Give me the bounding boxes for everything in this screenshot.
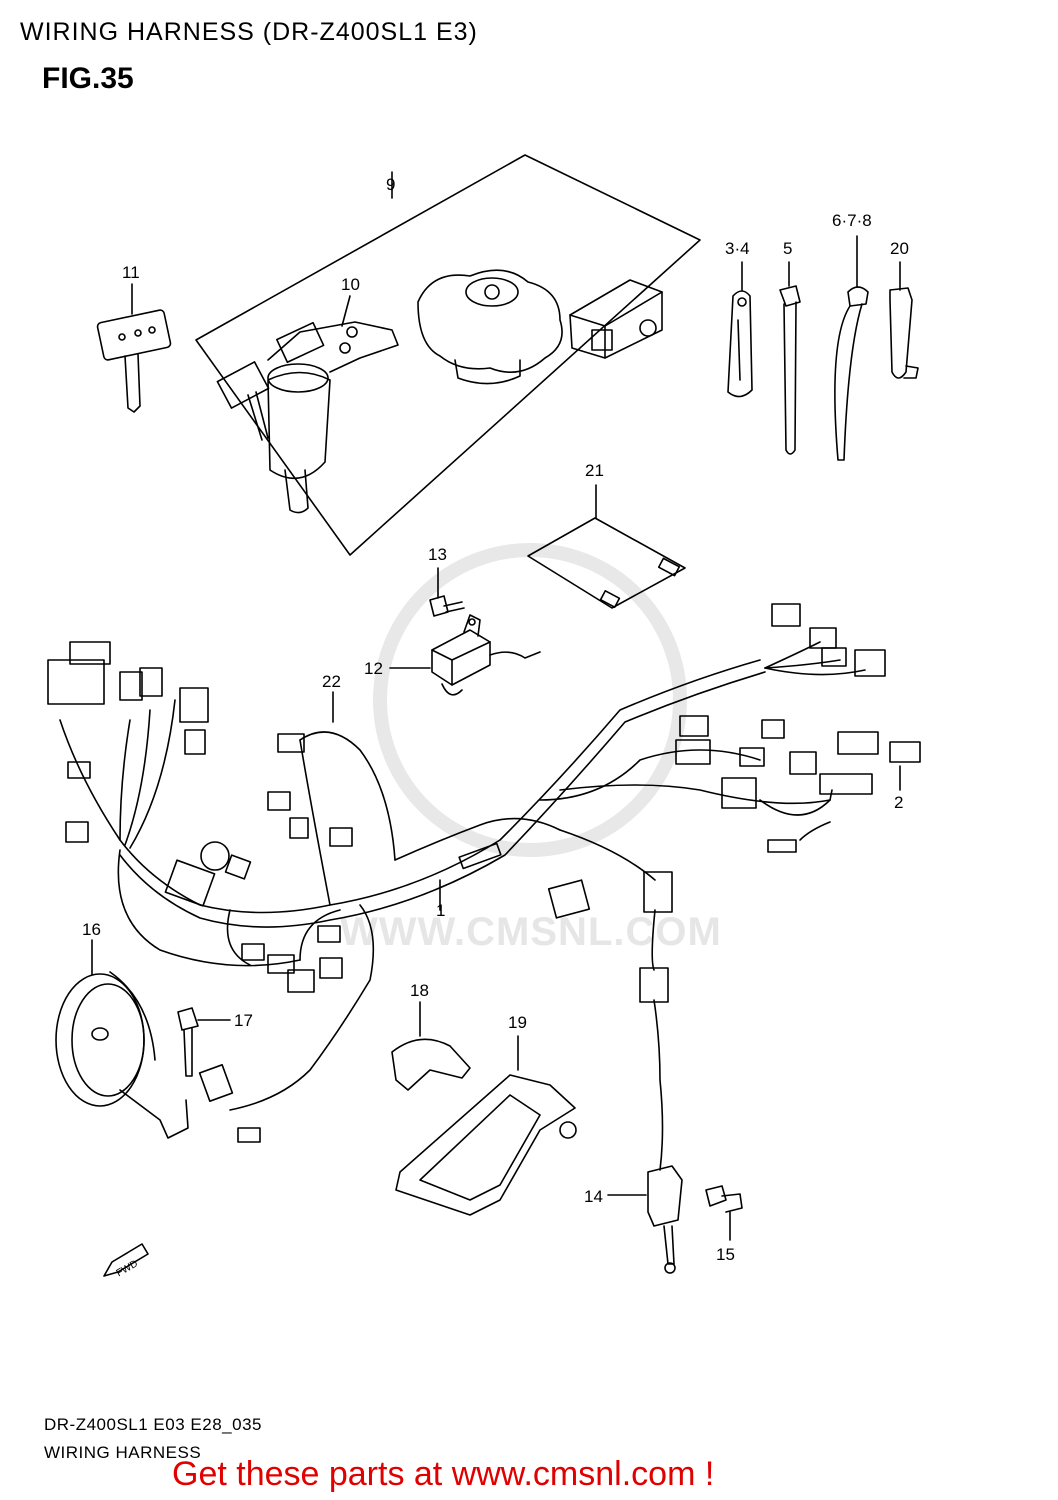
bracket-19 xyxy=(395,1035,577,1216)
bolt-17 xyxy=(177,1007,231,1077)
label-sheet-21 xyxy=(527,484,686,609)
bolt-13 xyxy=(429,567,465,617)
callout-2: 2 xyxy=(894,793,903,812)
callout-19: 19 xyxy=(508,1013,527,1032)
callout-10: 10 xyxy=(341,275,360,294)
callout-14: 14 xyxy=(584,1187,603,1206)
page-title: WIRING HARNESS (DR-Z400SL1 E3) xyxy=(20,18,478,46)
cable-tie-6-7-8 xyxy=(834,235,869,461)
callout-18: 18 xyxy=(410,981,429,1000)
callout-22: 22 xyxy=(322,672,341,691)
main-wiring-harness xyxy=(47,603,921,1171)
cta-link[interactable]: Get these parts at www.cmsnl.com ! xyxy=(172,1455,715,1493)
callout-11: 11 xyxy=(122,263,140,282)
figure-number: FIG.35 xyxy=(42,62,134,95)
callout-9: 9 xyxy=(386,175,395,194)
cover-18 xyxy=(391,1001,471,1091)
diagram-name: WIRING HARNESS xyxy=(44,1443,202,1462)
callout-1: 1 xyxy=(436,901,445,920)
cable-tie-5 xyxy=(779,261,801,455)
fwd-label: FWD xyxy=(115,1258,140,1279)
clamp-3-4 xyxy=(727,261,753,398)
ignition-switch-kit-box xyxy=(195,154,701,556)
callout-3-4: 3·4 xyxy=(725,239,750,258)
watermark-text: WWW.CMSNL.COM xyxy=(340,910,722,954)
callout-5: 5 xyxy=(783,239,792,258)
callout-20: 20 xyxy=(890,239,909,258)
clip-20 xyxy=(889,261,919,379)
callout-12: 12 xyxy=(364,659,383,678)
bolt-15 xyxy=(705,1185,743,1241)
switch-14 xyxy=(607,1165,683,1274)
switch-12 xyxy=(389,614,541,696)
callout-16: 16 xyxy=(82,920,101,939)
fuel-cap xyxy=(417,269,563,385)
callout-21: 21 xyxy=(585,461,604,480)
fwd-arrow-icon xyxy=(103,1243,149,1277)
horn xyxy=(55,939,189,1139)
key xyxy=(96,283,172,413)
diagram-code: DR-Z400SL1 E03 E28_035 xyxy=(44,1415,262,1434)
seat-lock xyxy=(569,279,663,359)
callout-6-7-8: 6·7·8 xyxy=(832,211,872,230)
ignition-switch xyxy=(216,295,399,514)
callout-17: 17 xyxy=(234,1011,253,1030)
callout-13: 13 xyxy=(428,545,447,564)
callout-15: 15 xyxy=(716,1245,735,1264)
